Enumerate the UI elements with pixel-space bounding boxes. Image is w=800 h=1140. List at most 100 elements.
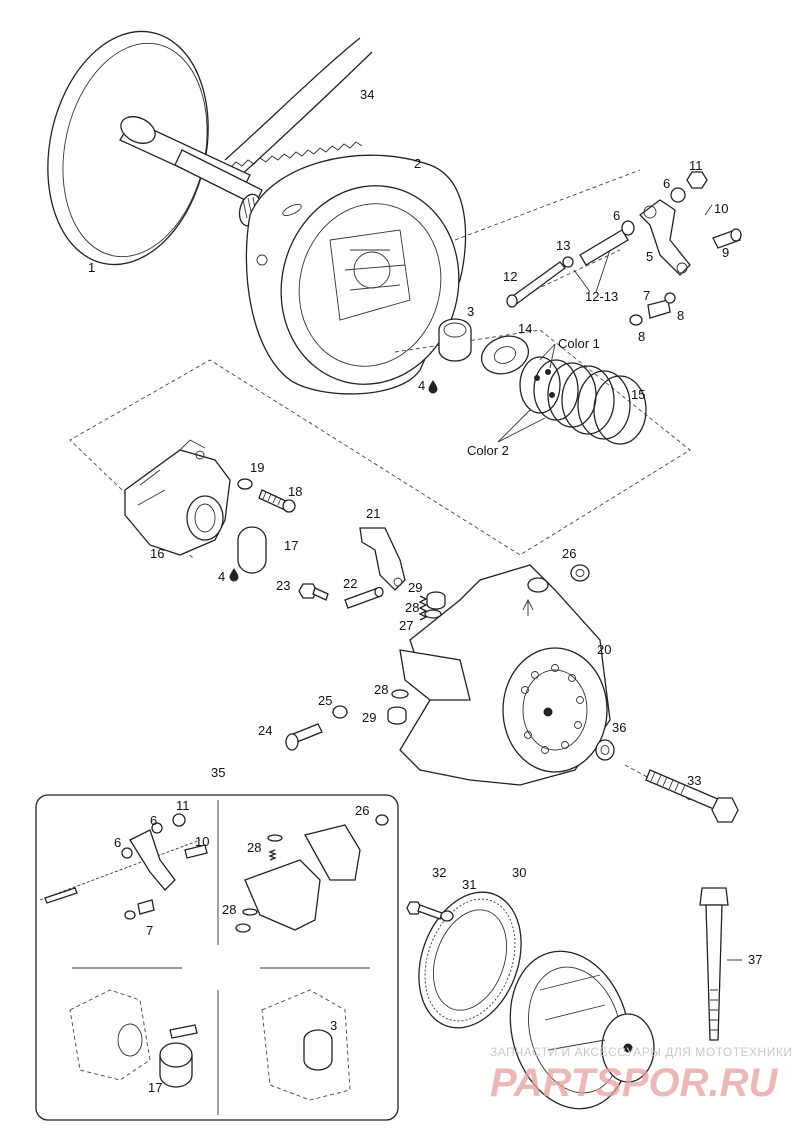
washer-part-31 bbox=[440, 910, 454, 922]
cam-arm-assembly-parts-5-13 bbox=[506, 171, 742, 326]
bolt-part-33 bbox=[645, 769, 739, 823]
callout-14: 14 bbox=[518, 321, 532, 336]
watermark: ЗАПЧАСТИ И АКСЕССУАРЫ ДЛЯ МОТОТЕХНИКИ PA… bbox=[490, 1045, 792, 1105]
washer-part-36 bbox=[595, 739, 615, 761]
callout-23: 23 bbox=[276, 578, 290, 593]
inset-callout-28-upper: 28 bbox=[247, 840, 261, 855]
inset-callout-labels: 11 6 6 10 7 26 28 28 3 17 bbox=[114, 798, 369, 1095]
spider-part-16 bbox=[124, 439, 231, 556]
inset-callout-6-upper: 6 bbox=[150, 813, 157, 828]
callout-18: 18 bbox=[288, 484, 302, 499]
pin-part-22 bbox=[344, 586, 384, 609]
bolt-part-12 bbox=[509, 261, 566, 306]
callout-2: 2 bbox=[414, 156, 421, 171]
inset-callout-28-lower: 28 bbox=[222, 902, 236, 917]
callout-20: 20 bbox=[597, 642, 611, 657]
oring-part-28a bbox=[424, 609, 442, 619]
callout-29-upper: 29 bbox=[408, 580, 422, 595]
bolt-part-23 bbox=[298, 583, 329, 601]
callout-9: 9 bbox=[722, 245, 729, 260]
sheave-part-30-housing bbox=[509, 950, 655, 1110]
callout-13: 13 bbox=[556, 238, 570, 253]
ring-gear-part-30 bbox=[418, 891, 522, 1029]
inset-callout-6-lower: 6 bbox=[114, 835, 121, 850]
oring-part-28b bbox=[391, 689, 409, 699]
callout-26: 26 bbox=[562, 546, 576, 561]
callout-25: 25 bbox=[318, 693, 332, 708]
bushing-part-17 bbox=[237, 526, 267, 574]
callout-6-upper: 6 bbox=[663, 176, 670, 191]
oil-drop-icon bbox=[428, 380, 438, 394]
cap-part-29b bbox=[387, 706, 407, 725]
cap-part-29a bbox=[426, 591, 446, 610]
callout-8-left: 8 bbox=[638, 329, 645, 344]
callout-4-lower: 4 bbox=[218, 569, 225, 584]
callout-24: 24 bbox=[258, 723, 272, 738]
drive-belt-part-34 bbox=[224, 37, 373, 179]
callout-32: 32 bbox=[432, 865, 446, 880]
callout-35: 35 bbox=[211, 765, 225, 780]
inset-callout-17: 17 bbox=[148, 1080, 162, 1095]
watermark-site: PARTSPOR.RU bbox=[490, 1061, 779, 1105]
screw-part-32 bbox=[406, 901, 443, 920]
washer-part-6 bbox=[670, 187, 686, 203]
governor-cup-part-20 bbox=[399, 564, 611, 786]
callout-labels: 1 2 3 4 4 5 6 6 7 8 8 9 10 11 12 13 12-1… bbox=[88, 87, 762, 967]
bushing-part-3 bbox=[438, 318, 472, 362]
bolt-part-24 bbox=[285, 723, 323, 751]
bolt-head-part-12 bbox=[506, 294, 518, 308]
arm-part-5 bbox=[639, 199, 691, 276]
callout-22: 22 bbox=[343, 576, 357, 591]
callout-34: 34 bbox=[360, 87, 374, 102]
bolt-part-37 bbox=[699, 887, 742, 1041]
washer-part-8b bbox=[664, 292, 676, 304]
callout-31: 31 bbox=[462, 877, 476, 892]
callout-color-2: Color 2 bbox=[467, 443, 509, 458]
callout-28-upper: 28 bbox=[405, 600, 419, 615]
callout-27: 27 bbox=[399, 618, 413, 633]
callout-28-lower: 28 bbox=[374, 682, 388, 697]
leader-lines bbox=[497, 343, 742, 961]
washer-part-25 bbox=[332, 705, 348, 719]
washer-part-13 bbox=[562, 256, 574, 268]
callout-15: 15 bbox=[631, 387, 645, 402]
oil-drop-icon bbox=[229, 568, 239, 582]
watermark-tagline: ЗАПЧАСТИ И АКСЕССУАРЫ ДЛЯ МОТОТЕХНИКИ bbox=[490, 1045, 792, 1059]
callout-30: 30 bbox=[512, 865, 526, 880]
callout-6-lower: 6 bbox=[613, 208, 620, 223]
callout-8-right: 8 bbox=[677, 308, 684, 323]
callout-17: 17 bbox=[284, 538, 298, 553]
nut-part-11 bbox=[686, 171, 708, 189]
spring-part-27 bbox=[418, 595, 428, 621]
lever-part-21 bbox=[359, 527, 406, 591]
callout-3: 3 bbox=[467, 304, 474, 319]
callout-10: 10 bbox=[714, 201, 728, 216]
movable-sheave-part-2 bbox=[245, 154, 467, 395]
callout-36: 36 bbox=[612, 720, 626, 735]
callout-33: 33 bbox=[687, 773, 701, 788]
callout-5: 5 bbox=[646, 249, 653, 264]
callout-29-lower: 29 bbox=[362, 710, 376, 725]
callout-37: 37 bbox=[748, 952, 762, 967]
callout-1: 1 bbox=[88, 260, 95, 275]
roller-part-7 bbox=[647, 299, 671, 319]
callout-11: 11 bbox=[689, 158, 703, 173]
inset-panel-35 bbox=[35, 794, 399, 1121]
callout-color-1: Color 1 bbox=[558, 336, 600, 351]
inset-callout-26: 26 bbox=[355, 803, 369, 818]
inset-callout-11: 11 bbox=[176, 798, 190, 813]
spring-part-15 bbox=[519, 356, 647, 445]
washer-part-8 bbox=[629, 314, 643, 326]
inset-callout-10: 10 bbox=[195, 834, 209, 849]
callout-16: 16 bbox=[150, 546, 164, 561]
callout-12-13: 12-13 bbox=[585, 289, 618, 304]
screw-part-18 bbox=[258, 489, 296, 513]
inset-callout-7: 7 bbox=[146, 923, 153, 938]
fixed-sheave-part-1 bbox=[47, 30, 263, 266]
washer-part-26 bbox=[570, 564, 590, 582]
callout-4-upper: 4 bbox=[418, 378, 425, 393]
callout-21: 21 bbox=[366, 506, 380, 521]
pin bbox=[579, 229, 629, 266]
washer-part-19 bbox=[237, 478, 253, 490]
